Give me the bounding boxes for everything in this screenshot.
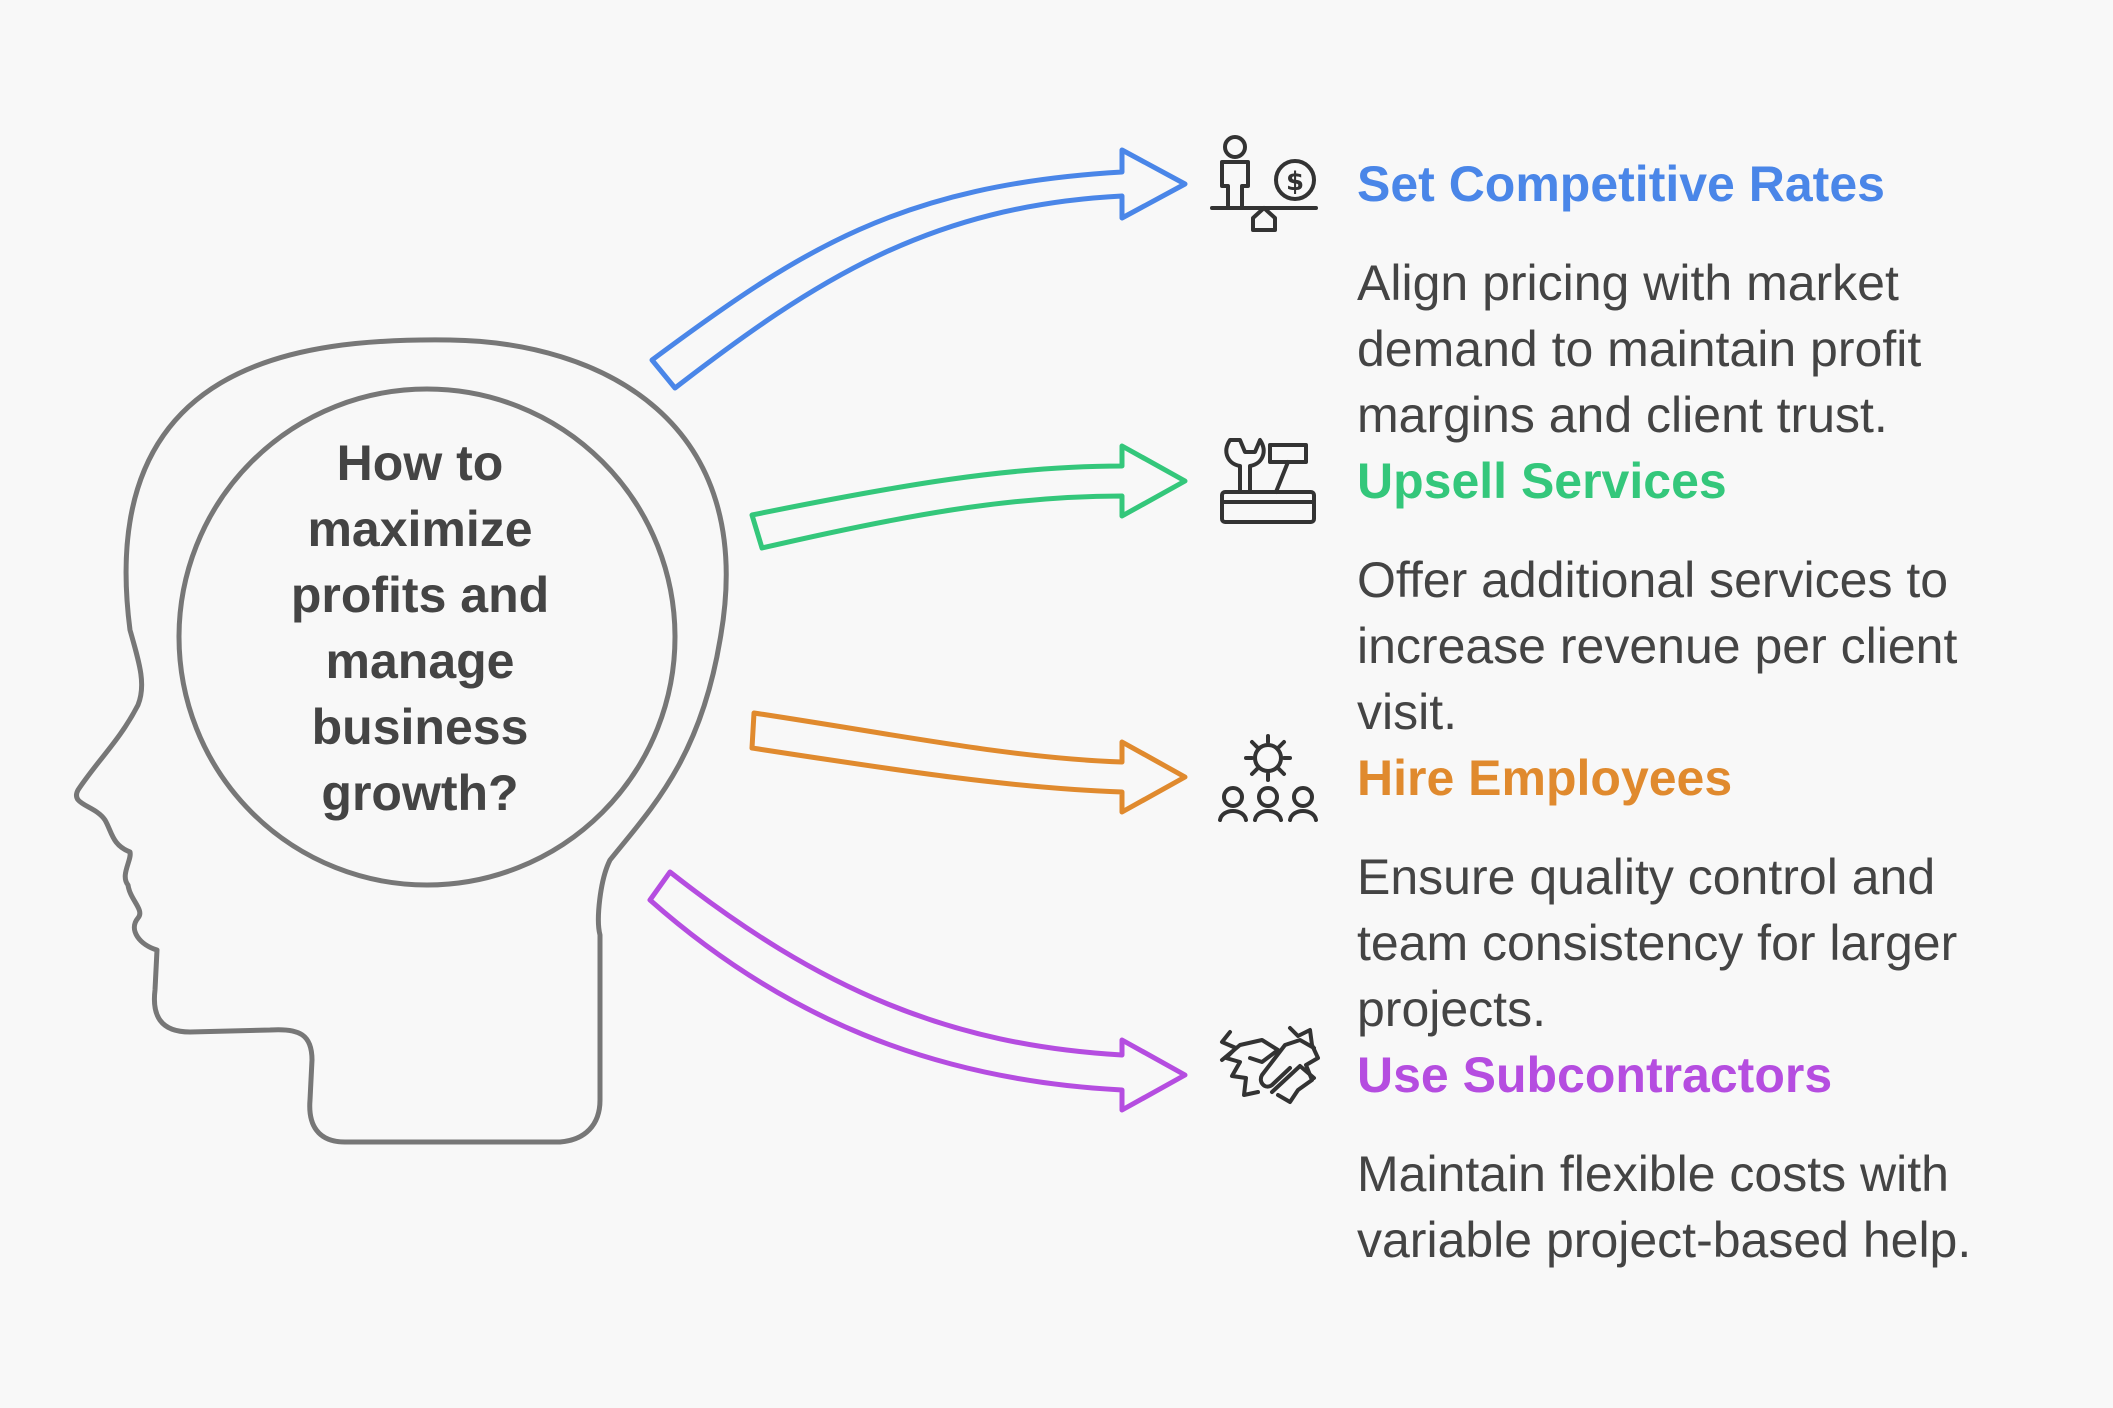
item-upsell-services: Upsell Services Offer additional service… [1357, 451, 2077, 745]
item-description: Offer additional services to increase re… [1357, 552, 1958, 740]
item-description: Ensure quality control and team consiste… [1357, 849, 1958, 1037]
thought-circle [176, 386, 678, 888]
arrow-set-competitive-rates [649, 147, 1188, 391]
central-question: How to maximize profits and manage busin… [290, 435, 550, 821]
toolbox-icon [1220, 438, 1316, 524]
item-description: Align pricing with market demand to main… [1357, 255, 1922, 443]
item-hire-employees: Hire Employees Ensure quality control an… [1357, 748, 2077, 1042]
handshake-icon [1220, 1026, 1320, 1104]
item-set-competitive-rates: Set Competitive Rates Align pricing with… [1357, 154, 2077, 448]
item-title: Hire Employees [1357, 750, 1733, 806]
head-outline [74, 337, 729, 1145]
item-use-subcontractors: Use Subcontractors Maintain flexible cos… [1357, 1045, 2077, 1273]
svg-text:$: $ [1286, 167, 1304, 197]
item-title: Upsell Services [1357, 453, 1727, 509]
item-title: Set Competitive Rates [1357, 156, 1885, 212]
item-description: Maintain flexible costs with variable pr… [1357, 1146, 1972, 1268]
team-gear-icon [1218, 734, 1318, 822]
item-title: Use Subcontractors [1357, 1047, 1833, 1103]
arrow-use-subcontractors [647, 869, 1188, 1113]
scale-money-icon: $ [1210, 135, 1318, 232]
arrow-hire-employees [749, 710, 1188, 815]
arrow-upsell-services [749, 443, 1188, 551]
